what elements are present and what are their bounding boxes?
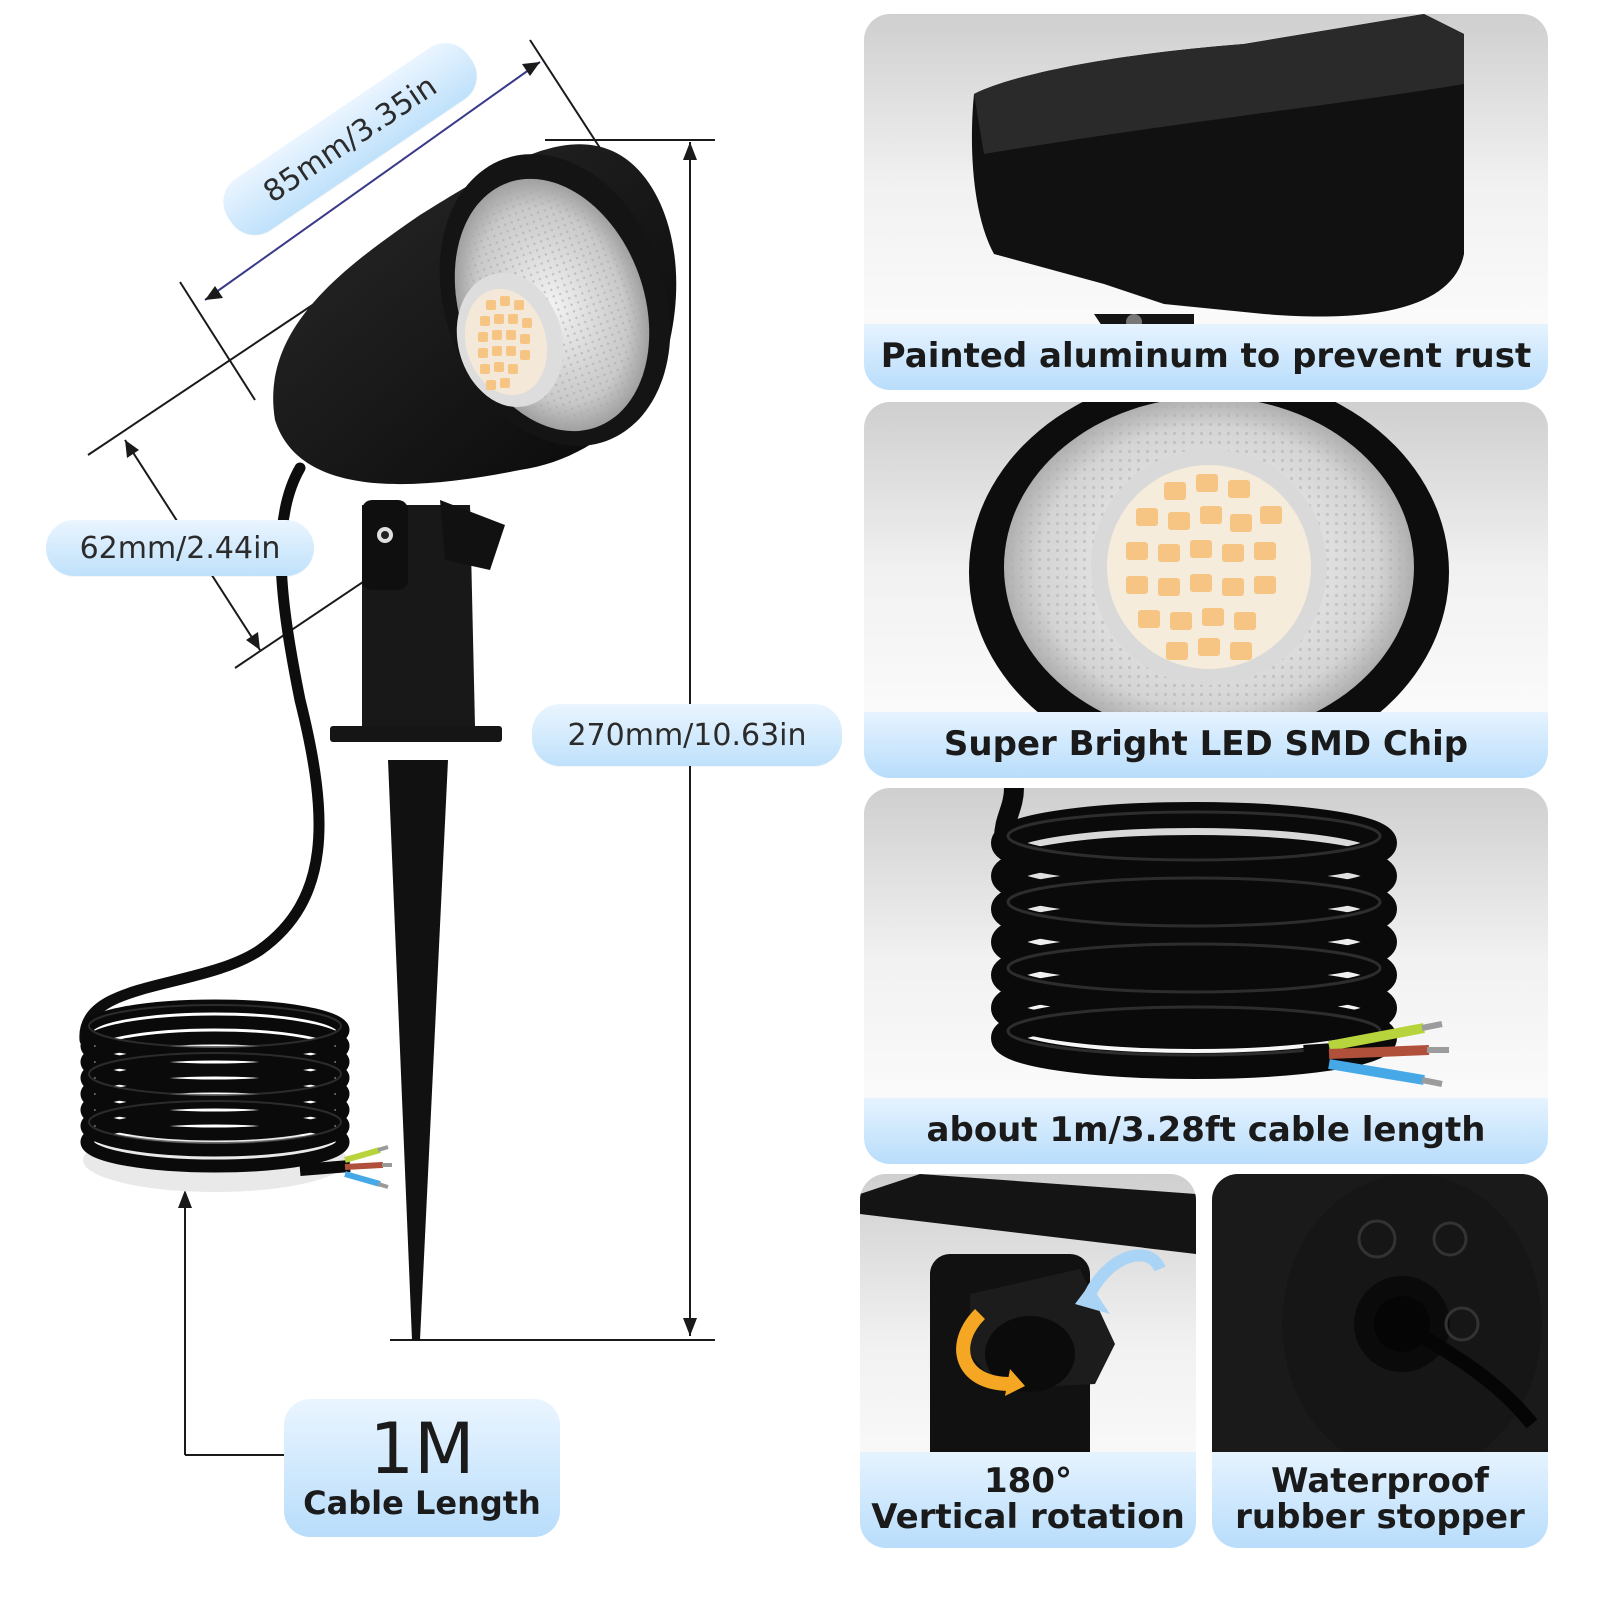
depth-dimension-label: 62mm/2.44in	[46, 520, 314, 576]
led-chip-image	[969, 402, 1449, 772]
feature-panel-cable: about 1m/3.28ft cable length	[864, 788, 1548, 1164]
lamp-head	[273, 144, 677, 485]
dimension-arrowheads	[125, 62, 697, 1336]
rotation-degrees: 180°	[984, 1461, 1072, 1502]
feature-panel-rotation: 180° Vertical rotation	[860, 1174, 1196, 1548]
product-illustration	[79, 39, 715, 1456]
ground-stake	[330, 500, 505, 1340]
rubber-stopper-image	[1212, 1174, 1548, 1474]
feature-panel-aluminum: Painted aluminum to prevent rust	[864, 14, 1548, 390]
cable-coil	[80, 999, 392, 1192]
feature-caption-waterproof: Waterproof rubber stopper	[1212, 1452, 1548, 1548]
waterproof-line2: rubber stopper	[1235, 1497, 1525, 1537]
cable-length-badge: 1M Cable Length	[284, 1399, 560, 1537]
waterproof-line1: Waterproof	[1271, 1461, 1489, 1502]
feature-panel-waterproof: Waterproof rubber stopper	[1212, 1174, 1548, 1548]
feature-caption-rotation: 180° Vertical rotation	[860, 1452, 1196, 1548]
feature-caption-aluminum: Painted aluminum to prevent rust	[864, 324, 1548, 390]
rotation-description: Vertical rotation	[871, 1497, 1185, 1537]
cable-coil-image	[991, 788, 1449, 1087]
cable-length-caption: Cable Length	[303, 1484, 541, 1522]
cable-length-value: 1M	[369, 1408, 475, 1490]
feature-caption-cable: about 1m/3.28ft cable length	[864, 1098, 1548, 1164]
feature-caption-led: Super Bright LED SMD Chip	[864, 712, 1548, 778]
height-dimension-label: 270mm/10.63in	[532, 704, 842, 766]
feature-panel-led: Super Bright LED SMD Chip	[864, 402, 1548, 778]
